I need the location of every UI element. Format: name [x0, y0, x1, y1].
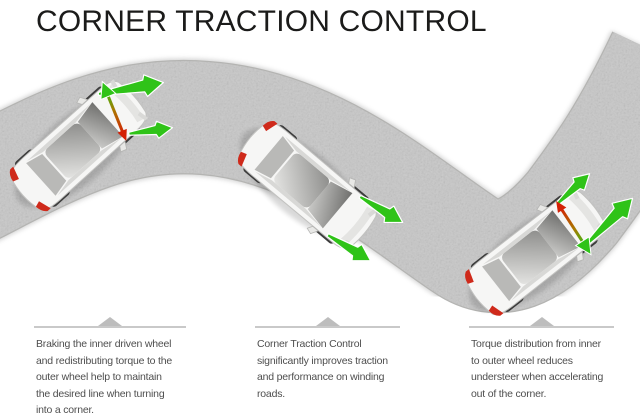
caption-text: Corner Traction Control significantly im… [257, 338, 388, 400]
caption-mid-corner: Corner Traction Control significantly im… [255, 317, 433, 402]
page-title: CORNER TRACTION CONTROL [36, 5, 487, 38]
caption-text: Torque distribution from inner to outer … [471, 338, 604, 400]
caption-divider [255, 317, 400, 328]
caption-divider [469, 317, 614, 328]
caption-divider [34, 317, 186, 328]
caption-marker-triangle-icon [529, 317, 554, 326]
caption-marker-triangle-icon [98, 317, 122, 326]
caption-turn-in: Braking the inner driven wheel and redis… [34, 317, 212, 419]
caption-marker-triangle-icon [315, 317, 340, 326]
caption-text: Braking the inner driven wheel and redis… [36, 338, 173, 417]
caption-corner-exit: Torque distribution from inner to outer … [469, 317, 640, 402]
